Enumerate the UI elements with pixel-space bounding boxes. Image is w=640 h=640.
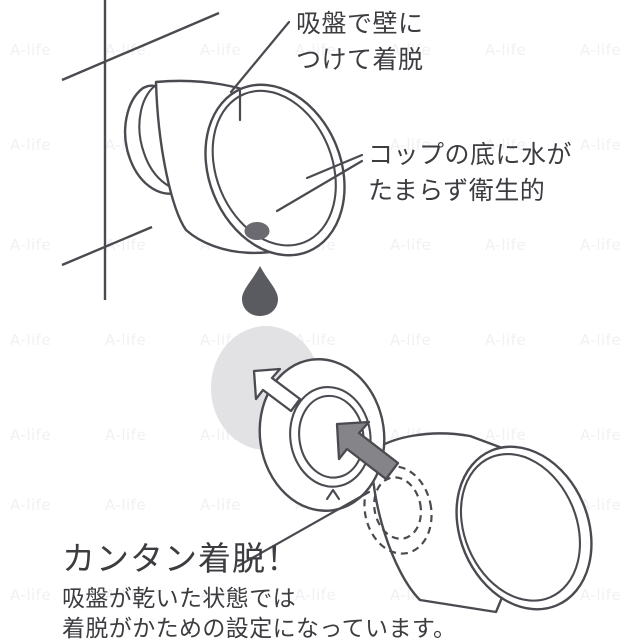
- watermark-text: A-life: [580, 236, 621, 254]
- leader-line-easy-attach: [236, 490, 371, 568]
- watermark-text: A-life: [580, 41, 621, 59]
- suction-disc-ring-1: [289, 385, 372, 488]
- watermark-text: A-life: [580, 136, 621, 154]
- cup-rim-inner: [211, 89, 337, 247]
- watermark-text: A-life: [200, 41, 241, 59]
- water-drop: [242, 266, 278, 316]
- leader-line-drainage: [275, 159, 364, 213]
- watermark-text: A-life: [200, 496, 241, 514]
- watermark-text: A-life: [580, 331, 621, 349]
- hidden-socket-inner: [373, 476, 423, 540]
- suction-mount-callout: 吸盤で壁に つけて着脱: [296, 9, 424, 74]
- cup-rim: [204, 83, 346, 257]
- watermark-text: A-life: [390, 136, 431, 154]
- wall-tile-diagonal-top: [61, 11, 220, 82]
- watermark-text: A-life: [295, 586, 336, 604]
- detached-cup: [363, 432, 593, 614]
- drainage-callout: コップの底に水が たまらず衛生的: [368, 140, 572, 205]
- easy-attach-description-line-1: 吸盤が乾いた状態では: [62, 586, 296, 612]
- watermark-text: A-life: [105, 496, 146, 514]
- easy-attach-heading: カンタン着脱！: [62, 539, 300, 578]
- watermark-text: A-life: [390, 41, 431, 59]
- watermark-text: A-life: [10, 586, 51, 604]
- push-on-arrow: [335, 420, 400, 481]
- watermark-text: A-life: [105, 426, 146, 444]
- watermark-text: A-life: [10, 136, 51, 154]
- watermark-text: A-life: [485, 236, 526, 254]
- watermark-text: A-life: [10, 41, 51, 59]
- callout-line-2: たまらず衛生的: [368, 176, 545, 205]
- watermark-text: A-life: [580, 586, 621, 604]
- pull-off-arrow: [252, 367, 302, 413]
- drain-hole: [244, 222, 270, 240]
- watermark-text: A-life: [10, 496, 51, 514]
- wall-tile-diagonal-bottom-left: [61, 225, 153, 267]
- callout-line-1: コップの底に水が: [368, 140, 572, 169]
- watermark-text: A-life: [485, 426, 526, 444]
- watermark-text: A-life: [485, 136, 526, 154]
- callout-line-1: 吸盤で壁に: [296, 9, 424, 38]
- callout-line-2: つけて着脱: [296, 45, 424, 74]
- watermark-text: A-life: [10, 426, 51, 444]
- watermark-text: A-life: [295, 41, 336, 59]
- cup-rim-outer: [204, 83, 346, 257]
- watermark-text: A-life: [105, 41, 146, 59]
- suction-disc-ring-2: [298, 394, 365, 479]
- watermark-text: A-life: [10, 331, 51, 349]
- watermark-text: A-life: [580, 426, 621, 444]
- detached-cup-rim-inner: [459, 452, 581, 602]
- watermark-text: A-life: [200, 586, 241, 604]
- watermark-text: A-life: [390, 236, 431, 254]
- watermark-text: A-life: [105, 236, 146, 254]
- detached-cup-rim: [455, 445, 593, 611]
- wall-mounted-cup: [123, 79, 346, 257]
- watermark-text: A-life: [485, 41, 526, 59]
- leader-line-drainage-upper: [305, 153, 364, 180]
- watermark-text: A-life: [580, 496, 621, 514]
- easy-attach-description-line-2: 着脱がかための設定になっています。: [62, 616, 456, 640]
- watermark-text: A-life: [390, 331, 431, 349]
- watermark-text: A-life: [105, 331, 146, 349]
- watermark-text: A-life: [10, 236, 51, 254]
- detached-cup-rim-outer: [455, 445, 593, 611]
- leader-line-suction: [229, 20, 291, 94]
- watermark-text: A-life: [105, 586, 146, 604]
- suction-disc-tab: [325, 488, 341, 501]
- watermark-text: A-life: [485, 331, 526, 349]
- callout-leader-lines-top: [229, 20, 364, 213]
